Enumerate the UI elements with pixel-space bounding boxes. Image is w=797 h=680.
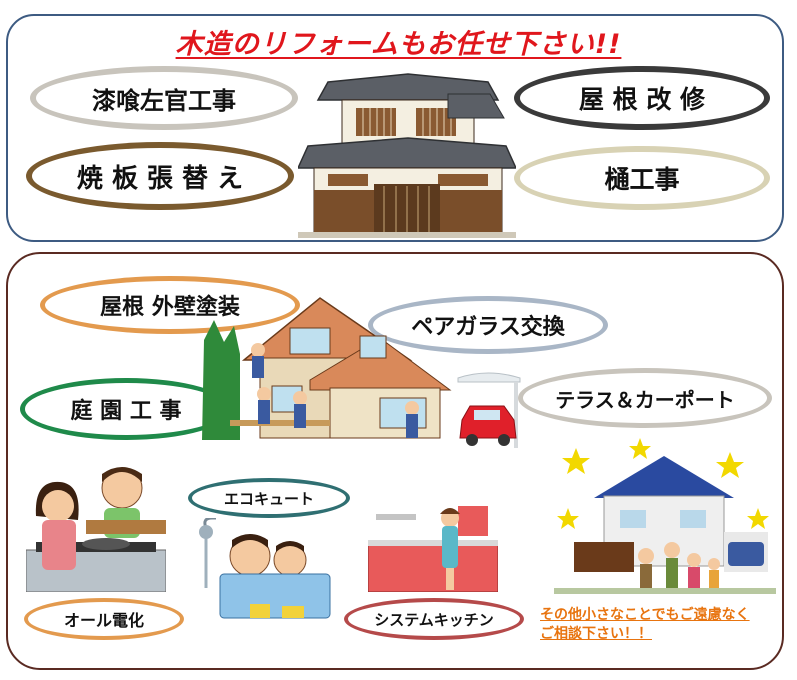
- service-pair-glass: ペアガラス交換: [368, 296, 608, 354]
- ecocute-bath-illustration: [199, 518, 331, 619]
- service-terrace-carport: テラス＆カーポート: [518, 368, 772, 428]
- service-gutter: 樋工事: [514, 146, 770, 210]
- note-line-2: ご相談下さい！！: [540, 626, 652, 642]
- service-label: 屋 根 改 修: [578, 85, 706, 114]
- service-label: 漆喰左官工事: [92, 86, 236, 115]
- service-roof-repair: 屋 根 改 修: [514, 66, 770, 130]
- service-label: エコキュート: [223, 489, 314, 508]
- service-charred-board: 焼 板 張 替 え: [26, 142, 294, 210]
- system-kitchen-illustration: [368, 506, 498, 592]
- service-roof-wall-painting: 屋根 外壁塗装: [40, 276, 300, 334]
- service-label: ペアガラス交換: [411, 315, 565, 340]
- service-label: 焼 板 張 替 え: [76, 163, 244, 194]
- family-house-illustration: [554, 438, 776, 594]
- service-label: システムキッチン: [374, 610, 494, 629]
- page-headline: 木造のリフォームもお任せ下さい!!: [175, 29, 622, 60]
- carport-car-illustration: [457, 372, 521, 448]
- service-label: 屋根 外壁塗装: [100, 295, 240, 320]
- service-label: 庭 園 工 事: [70, 399, 182, 424]
- traditional-house-illustration: [298, 73, 516, 238]
- service-all-electric: オール電化: [24, 598, 184, 640]
- consultation-note: その他小さなことでもご遠慮なく ご相談下さい！！: [540, 606, 780, 644]
- service-plaster-work: 漆喰左官工事: [30, 66, 298, 130]
- service-system-kitchen: システムキッチン: [344, 598, 524, 640]
- all-electric-couple-illustration: [26, 467, 166, 592]
- service-label: テラス＆カーポート: [555, 387, 735, 412]
- service-ecocute: エコキュート: [188, 478, 350, 518]
- renovation-house-illustration: [202, 297, 452, 440]
- service-label: オール電化: [63, 611, 144, 630]
- note-line-1: その他小さなことでもご遠慮なく: [540, 607, 750, 623]
- service-label: 樋工事: [604, 165, 680, 194]
